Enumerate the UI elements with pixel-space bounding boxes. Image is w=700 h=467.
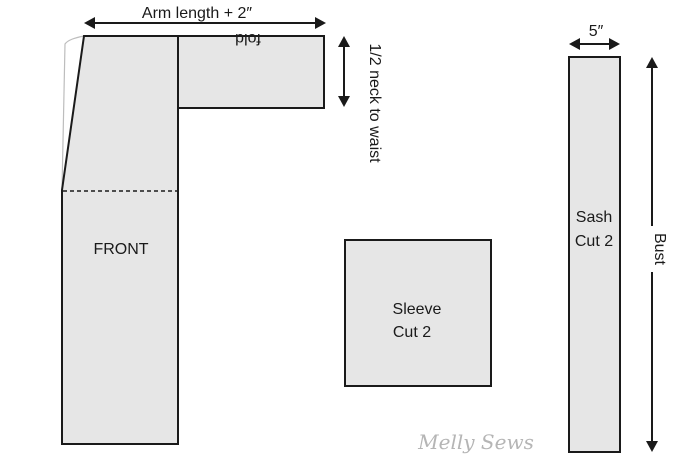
front-label: FRONT (93, 241, 148, 258)
bust-label-bg (640, 226, 664, 272)
neckline-guide (61, 35, 85, 191)
sash-label: Sash (576, 209, 612, 226)
arm-length-label: Arm length + 2″ (142, 5, 253, 22)
arm-length-arrow (84, 17, 326, 29)
bust-label: Bust (651, 233, 668, 266)
front-piece (61, 35, 179, 445)
sleeve-piece (344, 239, 492, 387)
melly-sews-watermark: Melly Sews (417, 430, 534, 454)
arm-extension-piece (177, 35, 325, 109)
neck-to-waist-arrow (338, 36, 350, 107)
sleeve-label: Sleeve (393, 301, 442, 318)
sash-width-arrow (569, 38, 620, 50)
sash-cut-label: Cut 2 (575, 233, 613, 250)
fold-label: fold (235, 30, 261, 47)
neck-to-waist-label: 1/2 neck to waist (366, 43, 383, 163)
sash-width-label: 5″ (589, 23, 604, 40)
sleeve-cut-label: Cut 2 (393, 324, 431, 341)
sash-piece (568, 56, 621, 453)
